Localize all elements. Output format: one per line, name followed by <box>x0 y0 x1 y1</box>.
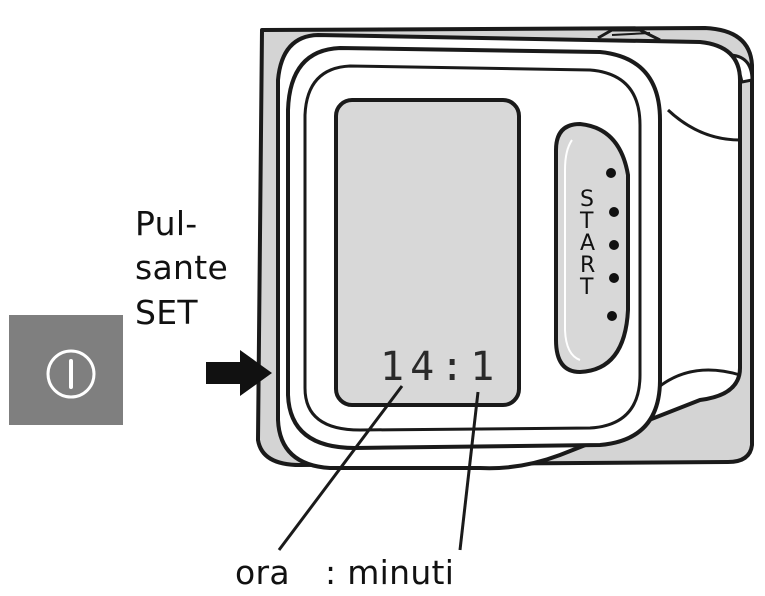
start-dot <box>607 311 617 321</box>
start-letter-r: R <box>580 253 595 278</box>
label-button-line1: Pul- <box>135 204 198 243</box>
start-letter-t2: T <box>579 275 594 300</box>
label-button-line3: SET <box>135 293 198 332</box>
start-button-inner-line <box>564 139 581 361</box>
label-hours: ora <box>235 553 290 592</box>
arrow-icon <box>206 350 272 396</box>
start-dot <box>609 273 619 283</box>
lcd-screen <box>334 98 521 407</box>
label-button-line2: sante <box>135 248 229 287</box>
start-letter-s: S <box>580 187 594 212</box>
body-contour-lower <box>654 368 741 392</box>
body-contour-upper <box>666 108 741 142</box>
start-button[interactable] <box>554 121 630 375</box>
start-dot <box>606 168 616 178</box>
set-button[interactable] <box>9 315 123 425</box>
label-minutes: : minuti <box>325 553 455 592</box>
start-letter-a: A <box>580 231 595 256</box>
housing-top-stripe-1 <box>611 32 651 36</box>
start-letter-t1: T <box>579 209 594 234</box>
power-button-icon <box>46 349 96 399</box>
pointer-line-minutes <box>458 391 480 551</box>
housing-top-detail <box>597 28 661 42</box>
start-dot <box>609 207 619 217</box>
lcd-time: 14:1 <box>380 344 500 390</box>
start-dot <box>609 240 619 250</box>
pointer-line-hours <box>277 385 404 551</box>
